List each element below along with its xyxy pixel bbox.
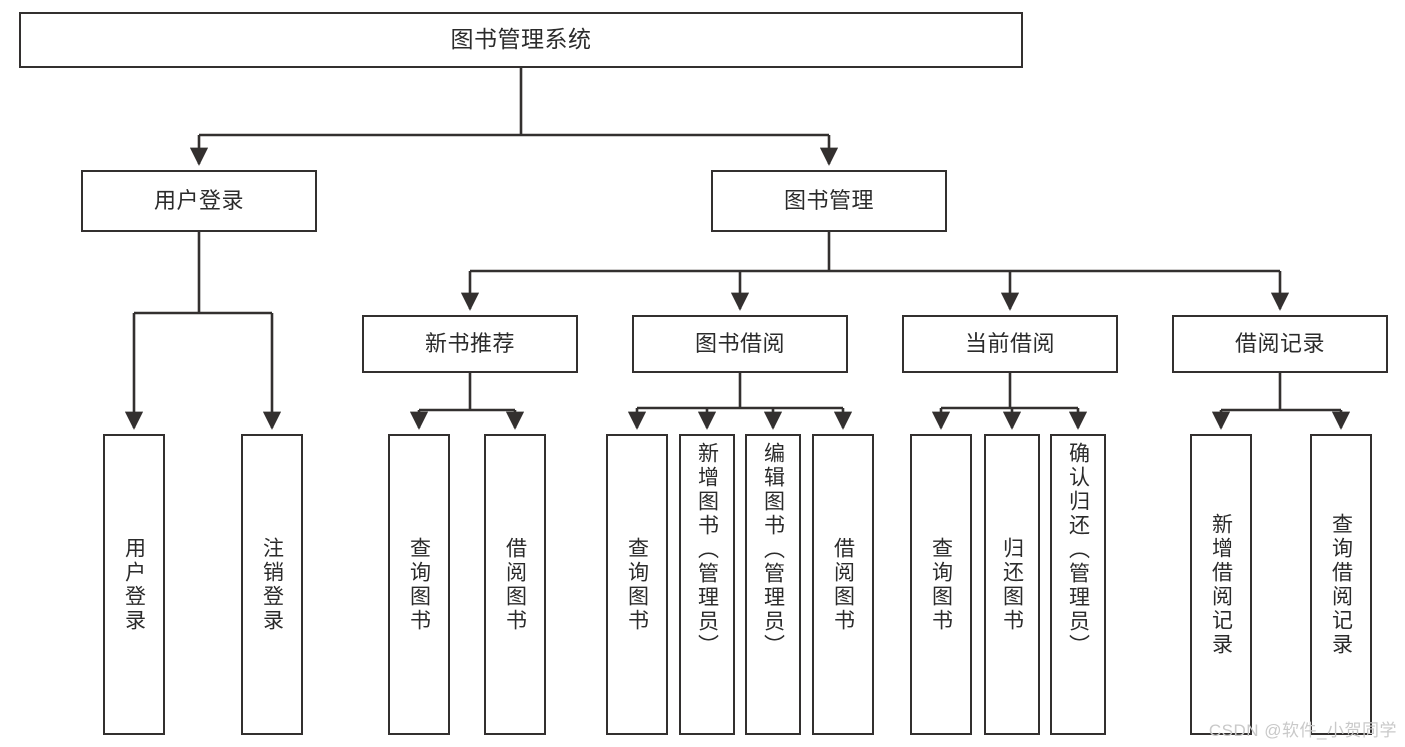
node-leaf-add-book-label: 新增图书（管理员）: [695, 442, 719, 658]
node-leaf-logout-login-label: 注销登录: [260, 536, 284, 633]
node-leaf-add-book[interactable]: 新增图书（管理员）: [679, 434, 735, 735]
node-leaf-query-record[interactable]: 查询借阅记录: [1310, 434, 1372, 735]
node-leaf-confirm-return[interactable]: 确认归还（管理员）: [1050, 434, 1106, 735]
node-leaf-return-book-label: 归还图书: [1000, 536, 1024, 633]
node-book-manage-label: 图书管理: [783, 187, 874, 213]
node-new-book-rec-label: 新书推荐: [424, 330, 515, 356]
node-leaf-borrow-book-1[interactable]: 借阅图书: [484, 434, 546, 735]
node-new-book-rec[interactable]: 新书推荐: [362, 315, 578, 373]
node-leaf-return-book[interactable]: 归还图书: [984, 434, 1040, 735]
node-user-login[interactable]: 用户登录: [81, 170, 317, 232]
node-leaf-query-book-2[interactable]: 查询图书: [606, 434, 668, 735]
node-leaf-borrow-book-2-label: 借阅图书: [831, 536, 855, 633]
node-borrow-record-label: 借阅记录: [1234, 330, 1325, 356]
node-leaf-query-book-1[interactable]: 查询图书: [388, 434, 450, 735]
node-borrow-record[interactable]: 借阅记录: [1172, 315, 1388, 373]
node-leaf-logout-login[interactable]: 注销登录: [241, 434, 303, 735]
node-root[interactable]: 图书管理系统: [19, 12, 1023, 68]
node-leaf-borrow-book-1-label: 借阅图书: [503, 536, 527, 633]
node-leaf-query-book-2-label: 查询图书: [625, 536, 649, 633]
node-leaf-user-login-label: 用户登录: [122, 536, 146, 633]
node-current-borrow-label: 当前借阅: [964, 330, 1055, 356]
node-leaf-edit-book[interactable]: 编辑图书（管理员）: [745, 434, 801, 735]
node-book-borrow-label: 图书借阅: [694, 330, 785, 356]
node-leaf-query-book-3[interactable]: 查询图书: [910, 434, 972, 735]
node-root-label: 图书管理系统: [450, 26, 592, 53]
node-user-login-label: 用户登录: [153, 187, 244, 213]
csdn-watermark: CSDN @软件_小贺同学: [1208, 721, 1397, 740]
node-book-borrow[interactable]: 图书借阅: [632, 315, 848, 373]
node-current-borrow[interactable]: 当前借阅: [902, 315, 1118, 373]
node-leaf-user-login[interactable]: 用户登录: [103, 434, 165, 735]
node-leaf-query-book-3-label: 查询图书: [929, 536, 953, 633]
node-leaf-query-book-1-label: 查询图书: [407, 536, 431, 633]
node-leaf-edit-book-label: 编辑图书（管理员）: [761, 442, 785, 658]
node-leaf-confirm-return-label: 确认归还（管理员）: [1066, 442, 1090, 658]
node-leaf-add-record-label: 新增借阅记录: [1209, 512, 1233, 657]
node-leaf-borrow-book-2[interactable]: 借阅图书: [812, 434, 874, 735]
node-leaf-query-record-label: 查询借阅记录: [1329, 512, 1353, 657]
node-leaf-add-record[interactable]: 新增借阅记录: [1190, 434, 1252, 735]
node-book-manage[interactable]: 图书管理: [711, 170, 947, 232]
